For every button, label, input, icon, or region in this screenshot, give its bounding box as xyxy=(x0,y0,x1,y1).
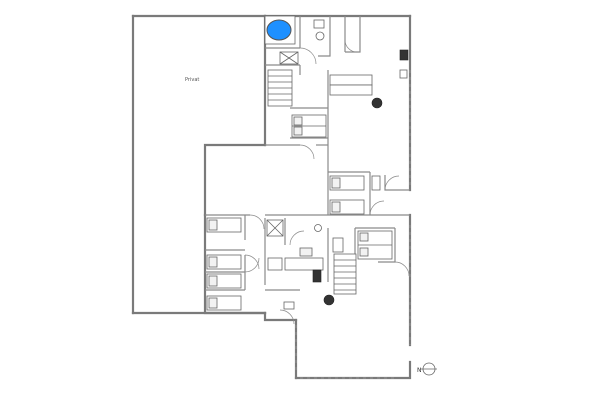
bedroom-2 xyxy=(329,175,400,191)
private-area-label: Privat xyxy=(185,77,199,83)
bedroom-7 xyxy=(357,230,410,277)
fireplace-icon xyxy=(371,97,383,109)
exterior-walls xyxy=(203,14,412,380)
north-label: N xyxy=(417,367,422,374)
interior-walls xyxy=(205,16,410,291)
bedroom-4 xyxy=(206,214,265,233)
bedroom-6 xyxy=(206,295,242,311)
window-lines xyxy=(295,70,411,379)
stove-fireplace-icon xyxy=(323,294,335,306)
bedroom-3 xyxy=(329,199,385,216)
north-arrow: N xyxy=(417,362,437,376)
stove-icon xyxy=(399,49,409,61)
top-bathroom xyxy=(299,19,409,79)
whirlpool xyxy=(264,15,296,45)
central-kitchen xyxy=(267,247,335,325)
private-area: Privat xyxy=(131,14,267,315)
sauna-stairs xyxy=(267,51,299,107)
kitchen xyxy=(329,74,383,109)
lower-stairs xyxy=(332,237,357,295)
central-bathroom xyxy=(266,219,322,246)
pool-icon xyxy=(266,19,292,41)
bedroom-1 xyxy=(291,114,327,160)
bedroom-5 xyxy=(206,254,260,289)
toilet-icon xyxy=(315,31,325,41)
stairs-icon xyxy=(267,69,293,107)
